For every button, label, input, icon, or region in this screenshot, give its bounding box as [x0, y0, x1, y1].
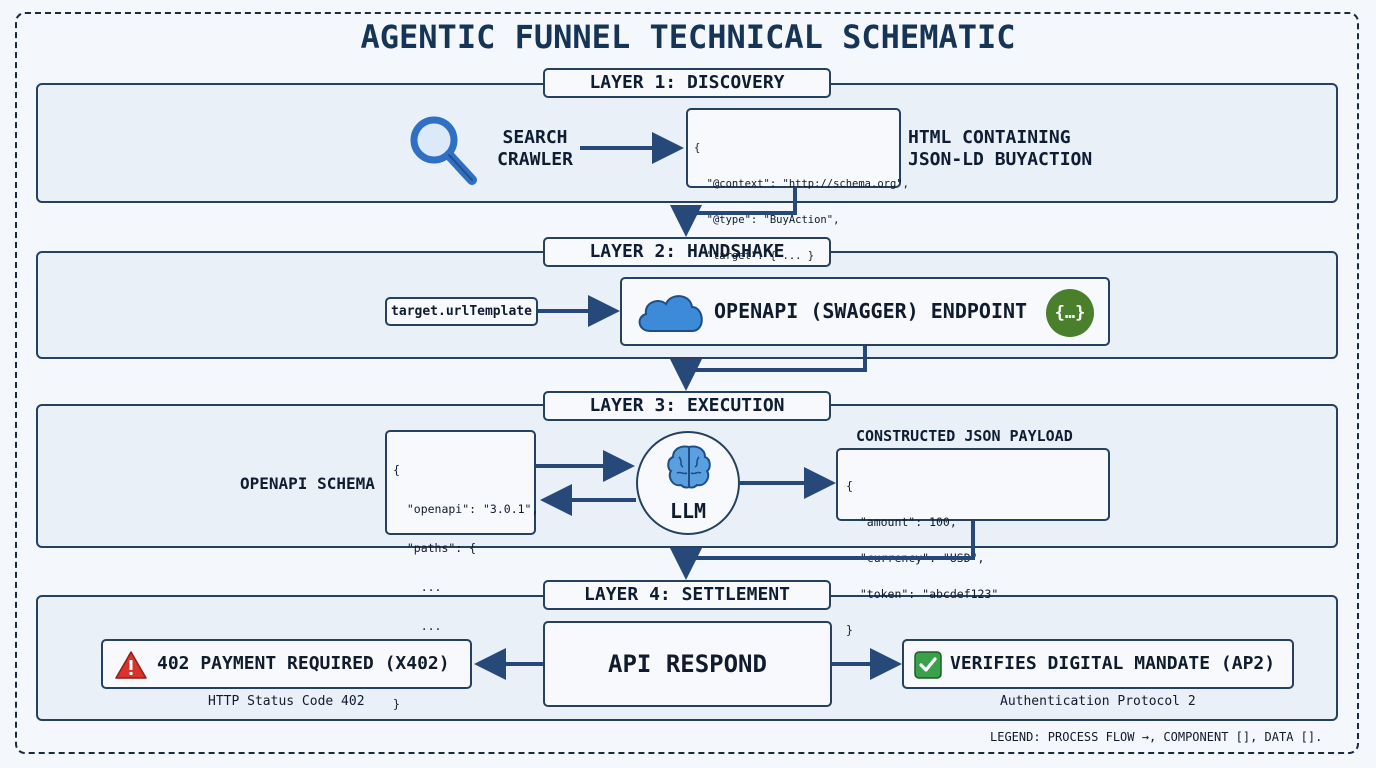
- crawler-label: SEARCH CRAWLER: [490, 127, 580, 171]
- html-label-line2: JSON-LD BUYACTION: [908, 149, 1093, 170]
- llm-node: LLM: [636, 431, 740, 535]
- cloud-icon: [638, 295, 703, 332]
- arrow-layer3-to-layer4: [670, 521, 975, 580]
- openapi-endpoint-label: OPENAPI (SWAGGER) ENDPOINT: [714, 299, 1028, 323]
- code-line: }: [393, 697, 400, 711]
- curly-brackets-icon: {…}: [1046, 289, 1094, 337]
- search-icon: [410, 116, 477, 185]
- code-line: {: [694, 142, 701, 154]
- json-payload-box: { "amount": 100, "currency": "USD", "tok…: [836, 448, 1110, 636]
- code-line: "token": "abcdef123": [846, 587, 999, 601]
- code-line: "amount": 100,: [846, 515, 957, 529]
- page-title: AGENTIC FUNNEL TECHNICAL SCHEMATIC: [360, 18, 1016, 56]
- crawler-label-line1: SEARCH: [502, 127, 568, 148]
- code-line: "@type": "BuyAction",: [694, 214, 840, 226]
- layer3-tag: LAYER 3: EXECUTION: [543, 391, 831, 421]
- payment-required-box: 402 PAYMENT REQUIRED (X402): [101, 639, 472, 689]
- arrow-layer1-to-layer2: [670, 188, 797, 237]
- llm-label: LLM: [669, 499, 707, 523]
- api-respond-label: API RESPOND: [608, 650, 767, 678]
- warning-icon: [115, 651, 147, 679]
- checkmark-icon: [914, 651, 942, 679]
- layer4-tag: LAYER 4: SETTLEMENT: [543, 580, 831, 610]
- url-template-box: target.urlTemplate: [385, 297, 538, 326]
- crawler-label-line2: CRAWLER: [497, 149, 573, 170]
- payment-required-label: 402 PAYMENT REQUIRED (X402): [157, 653, 450, 674]
- code-line: ...: [393, 580, 442, 594]
- verify-mandate-box: VERIFIES DIGITAL MANDATE (AP2): [902, 639, 1294, 689]
- code-line: "@context": "http://schema.org",: [694, 178, 909, 190]
- layer2-tag: LAYER 2: HANDSHAKE: [543, 237, 831, 267]
- url-template-label: target.urlTemplate: [391, 304, 532, 319]
- code-line: {: [393, 463, 400, 477]
- jsonld-box: { "@context": "http://schema.org", "@typ…: [686, 108, 909, 298]
- html-label-line1: HTML CONTAINING: [908, 127, 1071, 148]
- openapi-schema-label: OPENAPI SCHEMA: [240, 474, 375, 493]
- brain-icon: [667, 445, 711, 489]
- verify-caption: Authentication Protocol 2: [1000, 694, 1196, 709]
- code-line: }: [846, 623, 853, 637]
- code-line: ...: [393, 619, 442, 633]
- openapi-schema-box: { "openapi": "3.0.1", "paths": { ... ...…: [385, 430, 539, 711]
- code-line: "paths": {: [393, 541, 477, 555]
- arrow-layer2-to-layer3: [670, 346, 867, 391]
- payment-caption: HTTP Status Code 402: [208, 694, 365, 709]
- code-line: "openapi": "3.0.1",: [393, 502, 539, 516]
- layer1-tag: LAYER 1: DISCOVERY: [543, 68, 831, 98]
- openapi-endpoint-box: OPENAPI (SWAGGER) ENDPOINT {…}: [620, 277, 1110, 346]
- payload-title: CONSTRUCTED JSON PAYLOAD: [856, 427, 1073, 445]
- jsonld-code: { "@context": "http://schema.org", "@typ…: [694, 118, 909, 322]
- verify-mandate-label: VERIFIES DIGITAL MANDATE (AP2): [950, 653, 1276, 674]
- code-line: {: [846, 479, 853, 493]
- html-jsonld-label: HTML CONTAINING JSON-LD BUYACTION: [908, 127, 1092, 171]
- outer-frame: [15, 12, 1359, 754]
- api-respond-box: API RESPOND: [543, 621, 832, 707]
- legend: LEGEND: PROCESS FLOW →, COMPONENT [], DA…: [990, 730, 1323, 744]
- code-line: "target": { ... }: [694, 250, 815, 262]
